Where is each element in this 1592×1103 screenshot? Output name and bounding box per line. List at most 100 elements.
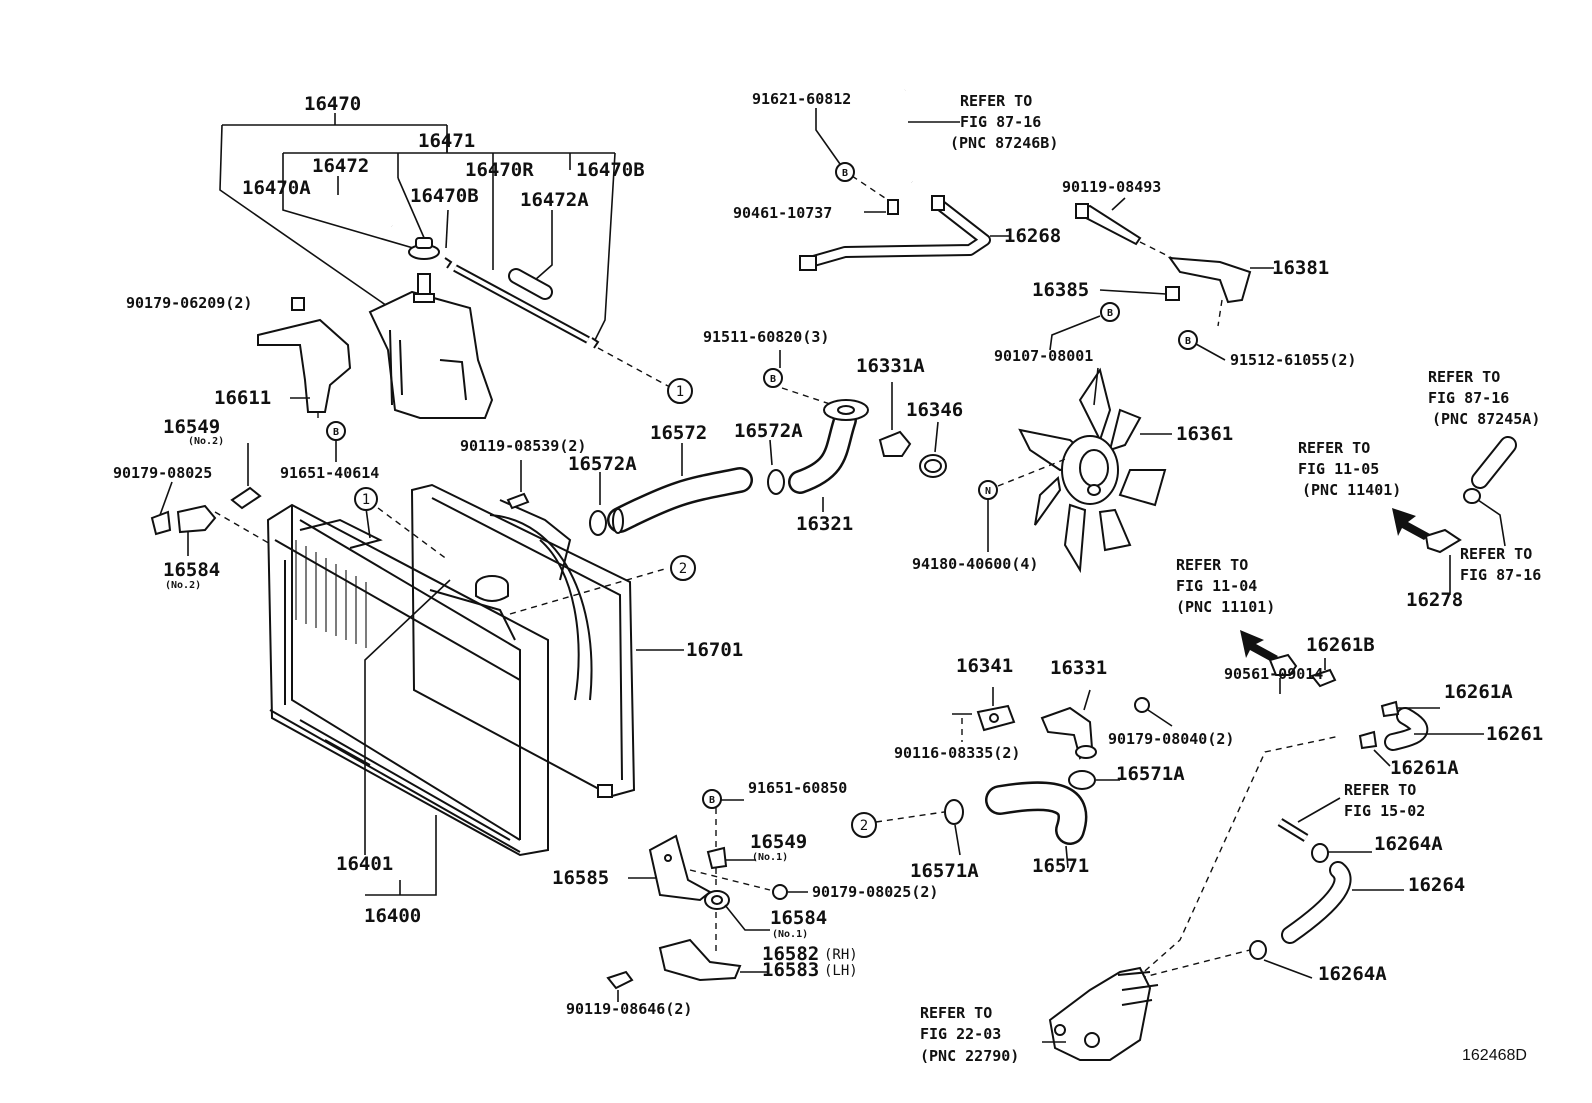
label-90107-08001: 90107-08001 (994, 347, 1093, 365)
clip-16470B (444, 257, 600, 349)
svg-text:(PNC 87246B): (PNC 87246B) (950, 134, 1058, 152)
svg-text:REFER TO: REFER TO (1460, 545, 1532, 563)
ref-87245A: REFER TO FIG 87-16 (PNC 87245A) (1428, 368, 1540, 428)
thermostat-16331A (878, 382, 912, 457)
label-16341: 16341 (956, 655, 1013, 677)
label-16583: 16583 (762, 959, 819, 981)
label-16261A-b: 16261A (1390, 757, 1459, 779)
ref-11401: REFER TO FIG 11-05 (PNC 11401) (1298, 439, 1401, 499)
label-16331A: 16331A (856, 355, 925, 377)
direction-arrow-11401 (1392, 508, 1430, 540)
label-16470B-b: 16470B (410, 185, 479, 207)
label-16470: 16470 (304, 93, 361, 115)
label-16261B: 16261B (1306, 634, 1375, 656)
bypass-pipe-16268 (799, 89, 991, 271)
bolt-marker-91651-40614: B (326, 421, 346, 441)
figure-id: 162468D (1462, 1047, 1527, 1064)
stud-16385 (1165, 286, 1180, 301)
label-16571: 16571 (1032, 855, 1089, 877)
clamp-16264A-upper (1311, 843, 1329, 863)
svg-text:B: B (842, 168, 848, 179)
radiator-core (266, 503, 549, 857)
label-16261A-a: 16261A (1444, 681, 1513, 703)
cushion-16584-no1 (704, 890, 730, 910)
svg-text:(PNC 22790): (PNC 22790) (920, 1047, 1019, 1065)
bracket-16381 (1167, 256, 1252, 304)
label-16470A: 16470A (242, 177, 311, 199)
label-16571A-b: 16571A (910, 860, 979, 882)
label-16472: 16472 (312, 155, 369, 177)
label-16549-no1-sub: (No.1) (752, 852, 788, 863)
label-16321: 16321 (796, 513, 853, 535)
svg-text:FIG 87-16: FIG 87-16 (1460, 566, 1541, 584)
hose-16264 (1281, 861, 1352, 944)
label-16381: 16381 (1272, 257, 1329, 279)
label-90119-08539: 90119-08539(2) (460, 437, 586, 455)
label-16583-side: (LH) (824, 963, 858, 979)
label-90179-08025-b: 90179-08025(2) (812, 883, 938, 901)
label-16572A-a: 16572A (734, 420, 803, 442)
ref-22790: REFER TO FIG 22-03 (PNC 22790) (920, 1004, 1019, 1065)
stud-90116-08335 (952, 713, 972, 742)
label-16346: 16346 (906, 399, 963, 421)
label-91511-60820: 91511-60820(3) (703, 328, 829, 346)
label-16701: 16701 (686, 639, 743, 661)
svg-text:REFER TO: REFER TO (920, 1004, 992, 1022)
ref-87-16: REFER TO FIG 87-16 (1460, 545, 1541, 584)
label-16278: 16278 (1406, 589, 1463, 611)
connector-2-lower: 2 (851, 812, 877, 838)
label-16582: 16582 (762, 943, 819, 965)
direction-arrow-11101 (1240, 630, 1278, 662)
nut-marker-94180: N (978, 480, 998, 500)
label-16584-no1: 16584 (770, 907, 827, 929)
label-16264A-a: 16264A (1374, 833, 1443, 855)
bracket-16585 (648, 834, 712, 902)
connector-2-right: 2 (670, 555, 696, 581)
pipe-15-02 (1277, 818, 1309, 842)
nut-90179-08040 (1134, 697, 1173, 727)
clamp-16571A-right (1068, 770, 1096, 790)
label-16549-no1: 16549 (750, 831, 807, 853)
clamp-16264A-lower (1249, 940, 1267, 960)
label-16472A: 16472A (520, 189, 589, 211)
bolt-marker-91621: B (835, 162, 855, 182)
label-16584-no2: 16584 (163, 559, 220, 581)
connector-1-left: 1 (354, 487, 378, 511)
label-90119-08493: 90119-08493 (1062, 178, 1161, 196)
label-16549-no2: 16549 (163, 416, 220, 438)
label-90179-08040: 90179-08040(2) (1108, 730, 1234, 748)
water-outlet-16331 (1040, 689, 1097, 760)
label-16331: 16331 (1050, 657, 1107, 679)
label-90116-08335: 90116-08335(2) (894, 744, 1020, 762)
bolt-90119-08493 (1075, 203, 1142, 246)
upper-radiator-hose-16572 (607, 467, 753, 534)
svg-text:REFER TO: REFER TO (1298, 439, 1370, 457)
label-16401: 16401 (336, 853, 393, 875)
label-16470R: 16470R (465, 159, 534, 181)
drain-cock-group (150, 443, 273, 556)
svg-text:FIG 11-05: FIG 11-05 (1298, 460, 1379, 478)
gasket-16341 (976, 687, 1016, 732)
bolt-marker-90107: B (1100, 302, 1120, 322)
bolt-90119-08539 (506, 460, 530, 510)
bracket-16582-16583 (658, 938, 742, 982)
bolt-90119-08646 (606, 970, 634, 1002)
label-16572: 16572 (650, 422, 707, 444)
ref-11101: REFER TO FIG 11-04 (PNC 11101) (1176, 556, 1275, 616)
label-91651-40614: 91651-40614 (280, 464, 379, 482)
label-90561-09014: 90561-09014 (1224, 665, 1323, 683)
label-91651-60850: 91651-60850 (748, 779, 847, 797)
label-16400: 16400 (364, 905, 421, 927)
cushion-16549-no1 (706, 846, 728, 870)
fan-shroud-16701 (410, 483, 636, 798)
svg-text:2: 2 (860, 818, 868, 834)
ref-87246B: REFER TO FIG 87-16 (PNC 87246B) (950, 92, 1058, 152)
svg-text:FIG 87-16: FIG 87-16 (1428, 389, 1509, 407)
svg-text:FIG 87-16: FIG 87-16 (960, 113, 1041, 131)
svg-text:FIG 22-03: FIG 22-03 (920, 1025, 1001, 1043)
svg-text:REFER TO: REFER TO (1344, 781, 1416, 799)
label-16571A-a: 16571A (1116, 763, 1185, 785)
connector-1-upper: 1 (667, 378, 693, 404)
water-inlet-16321 (788, 399, 869, 494)
